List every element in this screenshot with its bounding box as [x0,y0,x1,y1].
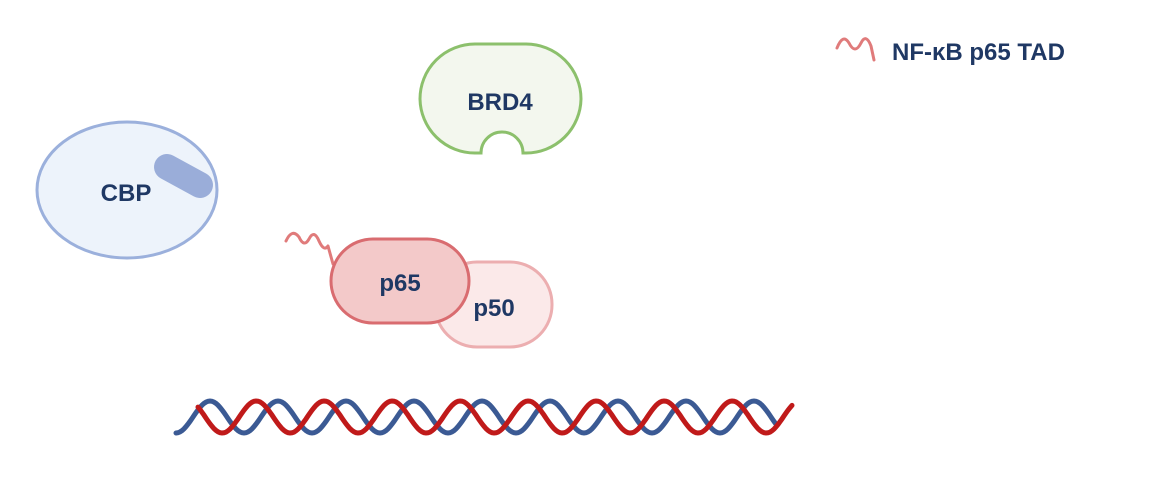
cbp-label: CBP [101,180,152,207]
cbp-protein: CBP [37,122,217,258]
legend: NF-κB p65 TAD [837,39,1065,66]
legend-tad-squiggle-icon [837,39,874,60]
p65-protein: p65 [286,233,469,323]
dna-helix [176,401,792,433]
brd4-protein: BRD4 [420,44,581,153]
p65-tad-squiggle [286,233,333,264]
legend-label: NF-κB p65 TAD [892,39,1065,66]
p65-label: p65 [379,270,420,297]
cbp-domain [167,167,200,185]
p50-label: p50 [473,295,514,322]
brd4-label: BRD4 [467,89,533,116]
